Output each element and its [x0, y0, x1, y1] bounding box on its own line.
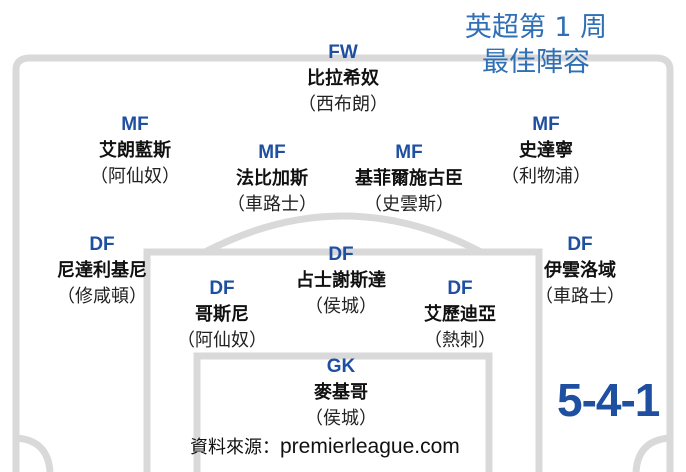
- player-df-3: DF 占士謝斯達 （侯城）: [256, 244, 426, 320]
- player-club: （車路士）: [227, 194, 317, 215]
- player-name: 艾朗藍斯: [99, 140, 171, 161]
- player-df-2: DF 哥斯尼 （阿仙奴）: [137, 278, 307, 354]
- source-credit: 資料來源：premierleague.com: [190, 434, 460, 461]
- position-label: MF: [121, 114, 149, 135]
- player-name: 艾歷迪亞: [424, 304, 496, 325]
- title-line-2: 最佳陣容: [482, 47, 590, 78]
- position-label: MF: [258, 142, 286, 163]
- player-club: （熱刺）: [424, 330, 496, 351]
- position-label: DF: [89, 234, 115, 255]
- player-df-5: DF 伊雲洛域 （車路士）: [495, 234, 665, 310]
- player-mf-2: MF 法比加斯 （車路士）: [187, 142, 357, 218]
- position-label: GK: [326, 356, 356, 377]
- player-club: （阿仙奴）: [90, 166, 180, 187]
- player-mf-1: MF 艾朗藍斯 （阿仙奴）: [50, 114, 220, 190]
- player-mf-4: MF 史達寧 （利物浦）: [461, 114, 631, 190]
- player-name: 占士謝斯達: [296, 270, 386, 291]
- player-name: 比拉希奴: [307, 68, 379, 89]
- player-club: （侯城）: [305, 408, 377, 429]
- player-club: （史雲斯）: [364, 194, 454, 215]
- position-label: DF: [209, 278, 235, 299]
- player-mf-3: MF 基菲爾施古臣 （史雲斯）: [324, 142, 494, 218]
- player-df-4: DF 艾歷迪亞 （熱刺）: [375, 278, 545, 354]
- player-club: （車路士）: [535, 286, 625, 307]
- player-name: 尼達利基尼: [57, 260, 147, 281]
- player-name: 法比加斯: [236, 168, 308, 189]
- page-title: 英超第 1 周 最佳陣容: [436, 10, 636, 80]
- formation-label: 5-4-1: [557, 374, 660, 426]
- player-name: 麥基哥: [314, 382, 368, 403]
- player-name: 史達寧: [519, 140, 573, 161]
- title-line-1: 英超第 1 周: [464, 12, 608, 43]
- player-club: （侯城）: [305, 296, 377, 317]
- position-label: FW: [328, 42, 358, 63]
- player-name: 哥斯尼: [195, 304, 249, 325]
- source-url: premierleague.com: [280, 435, 460, 458]
- player-gk: GK 麥基哥 （侯城）: [256, 356, 426, 432]
- position-label: DF: [328, 244, 354, 265]
- position-label: MF: [395, 142, 423, 163]
- position-label: DF: [447, 278, 473, 299]
- player-df-1: DF 尼達利基尼 （修咸頓）: [17, 234, 187, 310]
- player-club: （利物浦）: [501, 166, 591, 187]
- player-name: 伊雲洛域: [544, 260, 616, 281]
- player-club: （西布朗）: [298, 94, 388, 115]
- player-fw: FW 比拉希奴 （西布朗）: [258, 42, 428, 118]
- position-label: DF: [567, 234, 593, 255]
- player-club: （修咸頓）: [57, 286, 147, 307]
- player-name: 基菲爾施古臣: [355, 168, 463, 189]
- player-club: （阿仙奴）: [177, 330, 267, 351]
- source-label: 資料來源：: [190, 437, 280, 458]
- position-label: MF: [532, 114, 560, 135]
